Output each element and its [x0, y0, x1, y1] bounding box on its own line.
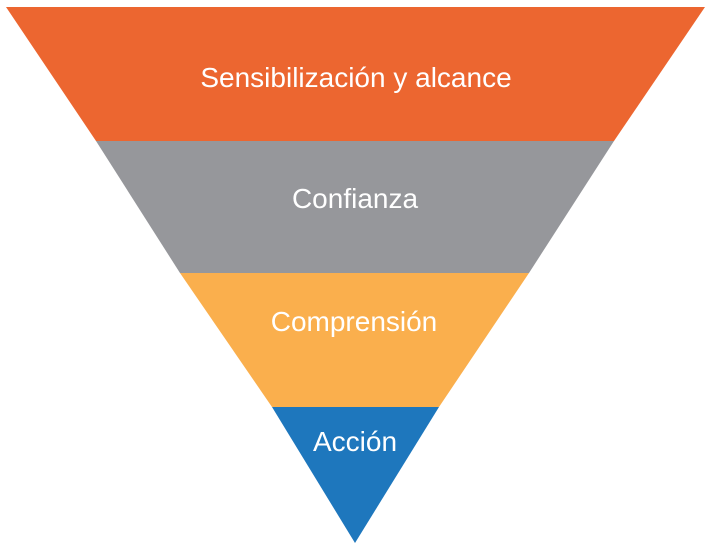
funnel-stage-trust-label: Confianza	[292, 183, 419, 214]
funnel-stage-understanding	[180, 273, 529, 407]
funnel-stage-awareness-label: Sensibilización y alcance	[200, 62, 511, 93]
funnel-stage-awareness	[6, 7, 705, 141]
funnel-stage-action-label: Acción	[313, 426, 397, 457]
funnel-stage-understanding-label: Comprensión	[271, 306, 438, 337]
funnel-stage-action	[272, 407, 439, 543]
funnel-stage-trust	[96, 141, 614, 273]
